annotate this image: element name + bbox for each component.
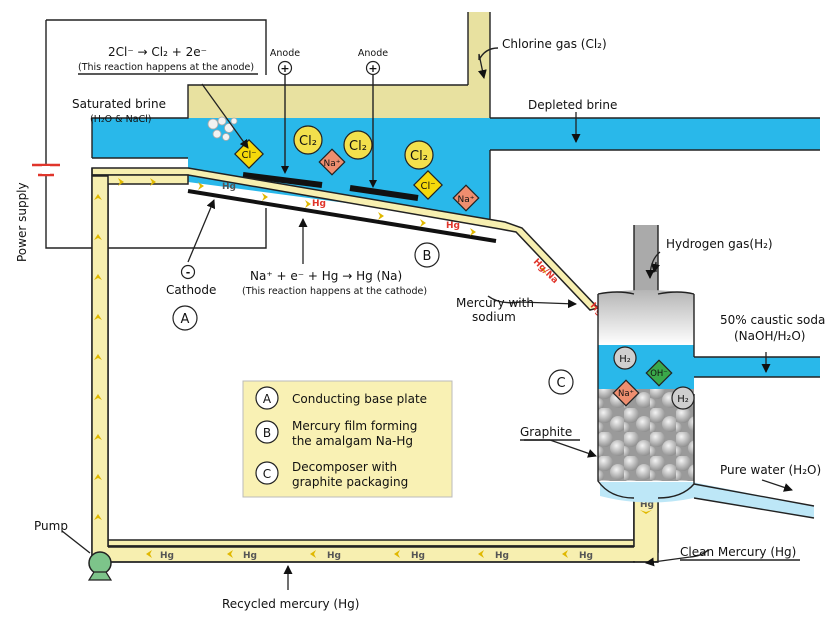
hg-label: Hg xyxy=(160,551,174,561)
caustic-outlet xyxy=(694,357,820,377)
svg-text:Na⁺: Na⁺ xyxy=(618,389,634,399)
marker-a: A xyxy=(172,305,198,331)
hg-label: Hg xyxy=(446,221,460,231)
anode-label-left: Anode xyxy=(270,48,300,59)
conducting-base-plate xyxy=(187,189,497,243)
saturated-brine-sub: (H₂O & NaCl) xyxy=(90,114,152,125)
svg-text:A: A xyxy=(263,392,272,406)
recycled-mercury-label: Recycled mercury (Hg) xyxy=(222,597,359,611)
svg-text:Cl₂: Cl₂ xyxy=(410,149,428,164)
anode-right: + xyxy=(349,60,419,201)
svg-text:B: B xyxy=(263,426,271,440)
depleted-brine-label: Depleted brine xyxy=(528,98,617,112)
svg-text:graphite packaging: graphite packaging xyxy=(292,475,408,489)
hg-label: Hg xyxy=(243,551,257,561)
ion-cl2-3: Cl₂ xyxy=(404,140,434,170)
plus-terminal-icon: + xyxy=(368,62,377,75)
hg-label: Hg xyxy=(411,551,425,561)
legend-item-b: B Mercury film forming the amalgam Na-Hg xyxy=(255,419,417,448)
ion-cl-minus-2: Cl⁻ xyxy=(413,170,443,200)
svg-text:OH⁻: OH⁻ xyxy=(650,369,668,379)
chlorine-gas-region xyxy=(188,12,490,118)
ion-na-plus-2: Na⁺ xyxy=(452,184,480,212)
cathode-label: Cathode xyxy=(166,283,216,297)
hydrogen-space xyxy=(598,290,694,345)
caustic-layer xyxy=(598,345,694,389)
graphite-label: Graphite xyxy=(520,425,572,439)
legend-item-a: A Conducting base plate xyxy=(255,386,427,410)
ion-cl2-1: Cl₂ xyxy=(293,125,323,155)
svg-text:Cl⁻: Cl⁻ xyxy=(241,150,256,161)
ion-oh-minus: OH⁻ xyxy=(645,359,673,387)
minus-terminal-icon: - xyxy=(186,266,191,279)
ion-h2-2: H₂ xyxy=(671,386,695,410)
svg-text:the amalgam Na-Hg: the amalgam Na-Hg xyxy=(292,434,413,448)
hydrogen-chimney xyxy=(634,225,658,297)
svg-text:Conducting base plate: Conducting base plate xyxy=(292,392,427,406)
svg-text:Decomposer with: Decomposer with xyxy=(292,460,397,474)
mercury-sodium-label-1: Mercury with xyxy=(456,296,534,310)
svg-text:Na⁺: Na⁺ xyxy=(458,195,475,205)
ion-cl2-2: Cl₂ xyxy=(343,130,373,160)
mercury-sodium-label-2: sodium xyxy=(472,310,516,324)
svg-text:Cl⁻: Cl⁻ xyxy=(420,181,435,192)
cathode-reaction-text: Na⁺ + e⁻ + Hg → Hg (Na) xyxy=(250,269,402,283)
svg-text:C: C xyxy=(556,376,565,391)
saturated-brine-label: Saturated brine xyxy=(72,97,166,111)
cathode-terminal: - xyxy=(180,264,196,280)
power-supply-label: Power supply xyxy=(15,182,29,262)
hydrogen-gas-label: Hydrogen gas(H₂) xyxy=(666,237,773,251)
marker-b: B xyxy=(414,242,440,268)
plus-terminal-icon: + xyxy=(280,62,289,75)
ion-na-plus-3: Na⁺ xyxy=(612,379,640,407)
hg-label: Hg xyxy=(222,182,236,192)
clean-mercury-label: Clean Mercury (Hg) xyxy=(680,545,796,559)
pump-icon xyxy=(87,551,113,581)
hg-label: Hg xyxy=(312,199,326,209)
hg-label: Hg xyxy=(579,551,593,561)
svg-text:H₂: H₂ xyxy=(677,394,689,405)
brine-tank xyxy=(92,118,820,222)
marker-c: C xyxy=(548,369,574,395)
hg-label: Hg xyxy=(640,500,654,510)
caustic-soda-label-1: 50% caustic soda xyxy=(720,313,825,327)
legend-box: A Conducting base plate B Mercury film f… xyxy=(242,380,453,498)
svg-text:Mercury film forming: Mercury film forming xyxy=(292,419,417,433)
anode-left: + xyxy=(242,60,323,188)
svg-text:C: C xyxy=(263,467,271,481)
cathode-reaction-note: (This reaction happens at the cathode) xyxy=(242,286,427,297)
svg-text:A: A xyxy=(181,312,190,327)
svg-text:B: B xyxy=(423,249,432,264)
anode-label-right: Anode xyxy=(358,48,388,59)
ion-h2-1: H₂ xyxy=(613,346,637,370)
anode-reaction-note: (This reaction happens at the anode) xyxy=(78,62,254,73)
caustic-soda-label-2: (NaOH/H₂O) xyxy=(734,329,805,343)
legend-item-c: C Decomposer with graphite packaging xyxy=(255,460,408,489)
pump-label: Pump xyxy=(34,519,68,533)
anode-reaction-text: 2Cl⁻ → Cl₂ + 2e⁻ xyxy=(108,45,207,59)
chlorine-gas-label: Chlorine gas (Cl₂) xyxy=(502,37,607,51)
svg-text:H₂: H₂ xyxy=(619,354,631,365)
svg-text:Cl₂: Cl₂ xyxy=(349,139,367,154)
pure-water-label: Pure water (H₂O) xyxy=(720,463,821,477)
hg-label: Hg xyxy=(327,551,341,561)
ion-na-plus-1: Na⁺ xyxy=(318,148,346,176)
power-circuit xyxy=(32,19,267,249)
hg-label: Hg xyxy=(495,551,509,561)
svg-text:Na⁺: Na⁺ xyxy=(324,159,341,169)
flow-chevrons xyxy=(94,178,652,558)
svg-text:Cl₂: Cl₂ xyxy=(299,134,317,149)
